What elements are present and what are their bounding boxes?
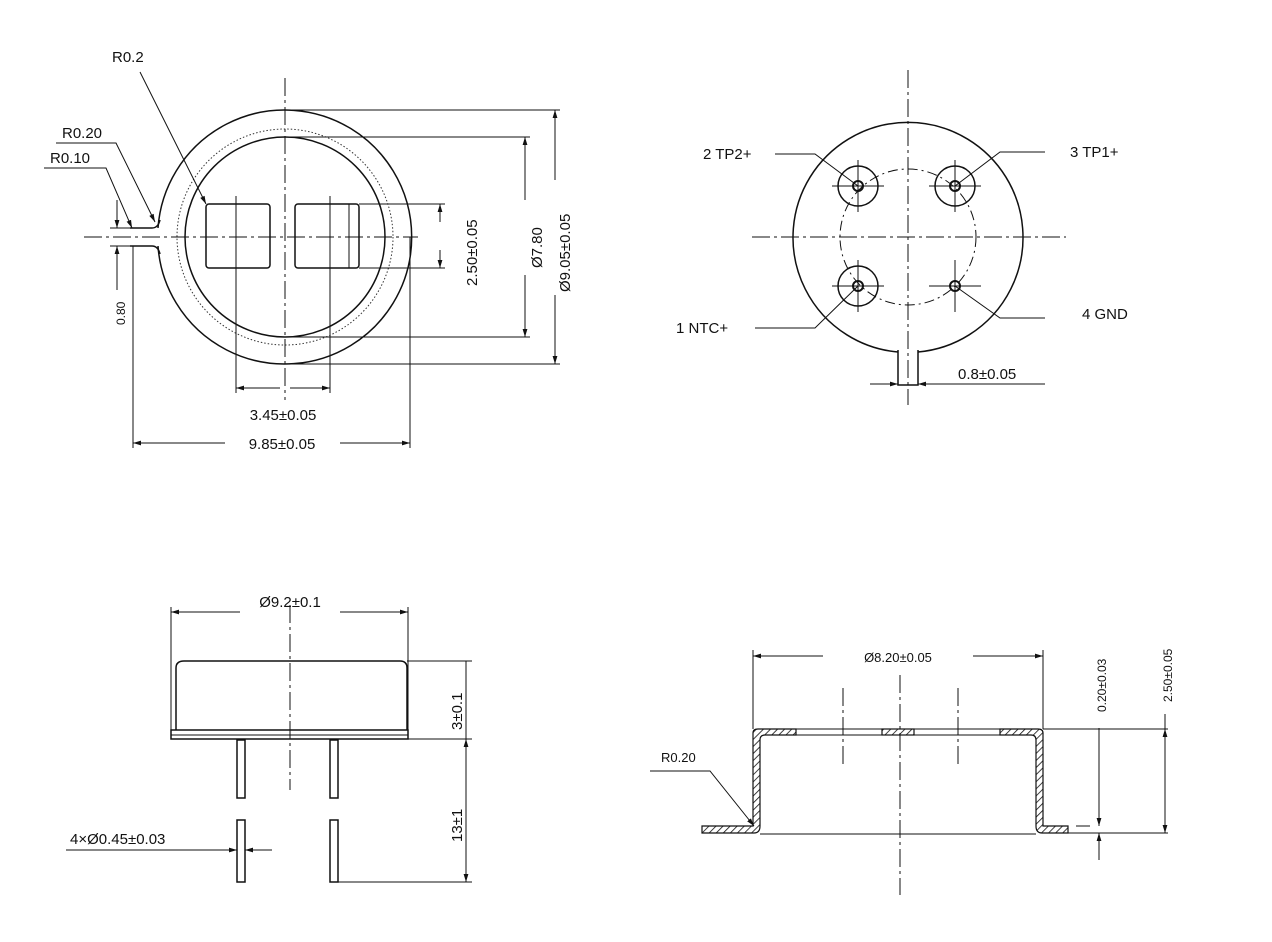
label-3.45: 3.45±0.05 [250, 407, 317, 424]
label-height: 3±0.1 [449, 693, 466, 730]
pin-left-upper [236, 739, 246, 799]
label-d8.20: Ø8.20±0.05 [864, 650, 932, 665]
label-thickness: 0.20±0.03 [1095, 658, 1109, 712]
label-r020: R0.20 [62, 125, 102, 142]
flange-tab [130, 219, 161, 255]
cap-body [175, 660, 408, 730]
pin-right-lower [329, 819, 339, 883]
pin-label-tp2: 2 TP2+ [703, 146, 752, 163]
label-d9.2: Ø9.2±0.1 [259, 594, 321, 611]
section-left-wall [701, 728, 797, 834]
label-pin-diameter: 4×Ø0.45±0.03 [70, 831, 165, 848]
window-right [294, 203, 360, 269]
label-0.80: 0.80 [114, 301, 128, 325]
label-pin-length: 13±1 [449, 809, 466, 842]
pin-label-gnd: 4 GND [1082, 306, 1128, 323]
label-d7.80: Ø7.80 [529, 227, 546, 268]
pin-view: 2 TP2+ 3 TP1+ 1 NTC+ 4 GND 0.8±0.05 [676, 70, 1128, 405]
label-2.50: 2.50±0.05 [464, 219, 481, 286]
pin-right-upper [329, 739, 339, 799]
label-r0.20: R0.20 [661, 750, 696, 765]
side-view: Ø9.2±0.1 3±0.1 13±1 4×Ø0.45±0.03 [66, 594, 472, 883]
label-9.85: 9.85±0.05 [249, 436, 316, 453]
pin-1 [832, 260, 884, 312]
pin-2 [832, 160, 884, 212]
label-r010: R0.10 [50, 150, 90, 167]
label-d9.05: Ø9.05±0.05 [557, 214, 574, 292]
section-center-tab [881, 728, 915, 736]
label-section-height: 2.50±0.05 [1161, 648, 1175, 702]
section-right-wall [999, 728, 1069, 834]
pin-label-tp1: 3 TP1+ [1070, 144, 1119, 161]
pin-label-ntc: 1 NTC+ [676, 320, 728, 337]
label-r02: R0.2 [112, 49, 144, 66]
window-left [205, 203, 271, 269]
section-view: Ø8.20±0.05 R0.20 0.20±0.03 2.50±0.05 [650, 648, 1175, 895]
pin-left-lower [236, 819, 246, 883]
top-view: R0.2 R0.20 R0.10 0.80 2.50±0.05 Ø7.80 Ø9… [44, 49, 574, 453]
label-tab-width: 0.8±0.05 [958, 366, 1016, 383]
